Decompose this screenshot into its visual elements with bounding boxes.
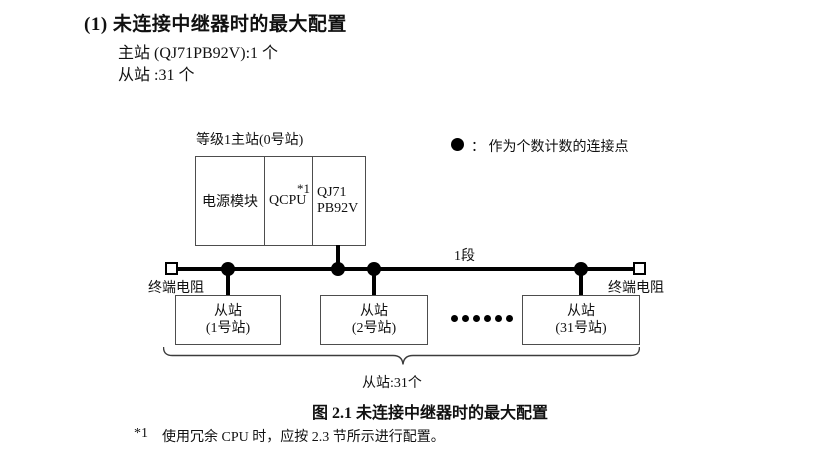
footnote-marker: *1 — [134, 426, 148, 441]
slave-station-31-box: 从站 (31号站) — [522, 295, 640, 345]
qcpu-label: QCPU — [269, 193, 307, 208]
connection-dot — [331, 262, 345, 276]
footnote-text: 使用冗余 CPU 时，应按 2.3 节所示进行配置。 — [162, 430, 445, 445]
slave-station-1-box: 从站 (1号站) — [175, 295, 281, 345]
terminator-right-icon — [633, 262, 646, 275]
slave-label: 从站 — [360, 304, 388, 319]
slave-label: 从站 — [567, 304, 595, 319]
qj71-line: QJ71 — [317, 185, 347, 200]
slave-number: (1号站) — [205, 321, 251, 336]
slave-number: (2号站) — [351, 321, 397, 336]
footnote-ref: *1 — [297, 181, 310, 196]
qj71pb92v-cell: QJ71 PB92V — [313, 157, 365, 245]
slave1-drop-line — [226, 269, 230, 296]
slave-label: 从站 — [214, 304, 242, 319]
slave-number: (31号站) — [555, 321, 607, 336]
pb92v-line: PB92V — [317, 201, 359, 216]
section-heading: (1) 未连接中继器时的最大配置 — [84, 14, 347, 35]
connection-dot — [574, 262, 588, 276]
slave31-drop-line — [579, 269, 583, 296]
config-line-master: 主站 (QJ71PB92V):1 个 — [118, 45, 279, 62]
terminator-left-icon — [165, 262, 178, 275]
legend-label: ： 作为个数计数的连接点 — [471, 140, 629, 155]
ellipsis-dots — [451, 315, 513, 322]
brace-label: 从站:31个 — [362, 376, 422, 391]
master-station-label: 等级1主站(0号站) — [196, 133, 304, 148]
config-line-slave: 从站 :31 个 — [118, 67, 195, 84]
slave-station-2-box: 从站 (2号站) — [320, 295, 428, 345]
master-drop-line — [336, 245, 340, 269]
qcpu-cell: QCPU *1 — [265, 157, 313, 245]
connection-dot — [221, 262, 235, 276]
master-station-box: 电源模块 QCPU *1 QJ71 PB92V — [195, 156, 366, 246]
connection-dot — [367, 262, 381, 276]
slave2-drop-line — [372, 269, 376, 296]
bus-line — [171, 267, 640, 271]
terminator-right-label: 终端电阻 — [608, 281, 664, 296]
slave-count-brace — [163, 347, 640, 365]
terminator-left-label: 终端电阻 — [148, 281, 204, 296]
power-module-cell: 电源模块 — [196, 157, 265, 245]
figure-caption: 图 2.1 未连接中继器时的最大配置 — [312, 405, 549, 422]
segment-label: 1段 — [454, 249, 475, 264]
legend-connection-dot-icon — [451, 138, 464, 151]
